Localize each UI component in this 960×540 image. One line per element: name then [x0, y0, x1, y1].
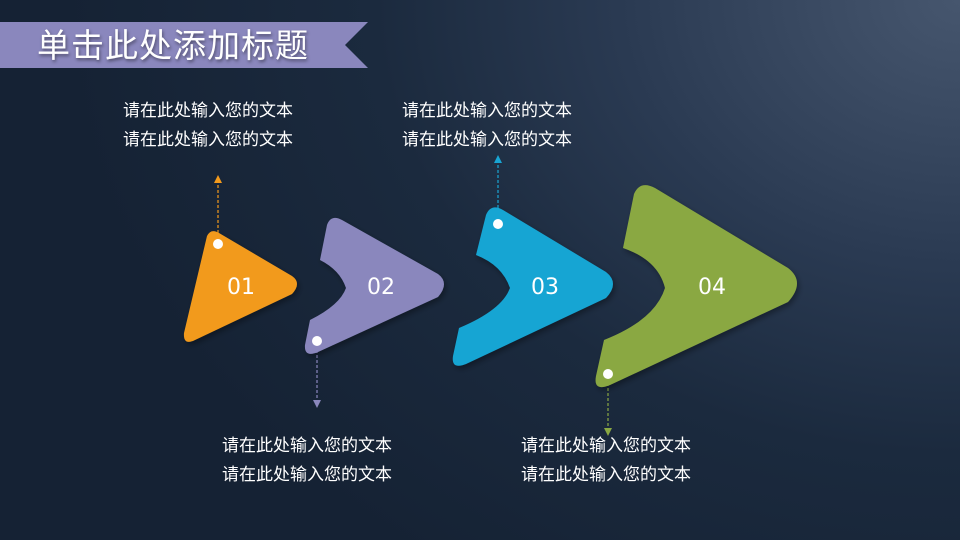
step-1-text[interactable]: 请在此处输入您的文本 请在此处输入您的文本	[123, 97, 293, 155]
step-2-dot-icon	[312, 336, 322, 346]
arrow-up-icon	[214, 175, 222, 183]
step-1-dot-icon	[213, 239, 223, 249]
step-4-text-line-1: 请在此处输入您的文本	[521, 436, 691, 456]
step-3-text[interactable]: 请在此处输入您的文本 请在此处输入您的文本	[402, 97, 572, 155]
step-3-text-line-1: 请在此处输入您的文本	[402, 101, 572, 121]
arrow-down-icon	[604, 428, 612, 436]
step-4-shape[interactable]	[595, 185, 797, 388]
step-2-shape[interactable]	[304, 217, 444, 354]
step-1-text-line-1: 请在此处输入您的文本	[123, 101, 293, 121]
connector-step-1	[214, 175, 222, 238]
step-2-text-line-1: 请在此处输入您的文本	[222, 436, 392, 456]
step-4-text-line-2: 请在此处输入您的文本	[521, 465, 691, 485]
step-4-number: 04	[698, 275, 726, 300]
step-3-text-line-2: 请在此处输入您的文本	[402, 130, 572, 150]
arrow-down-icon	[313, 400, 321, 408]
step-3-dot-icon	[493, 219, 503, 229]
step-3-number: 03	[531, 275, 559, 300]
connector-step-4	[604, 378, 612, 436]
title-banner: 单击此处添加标题	[0, 22, 368, 68]
step-2-text-line-2: 请在此处输入您的文本	[222, 465, 392, 485]
step-1-shape[interactable]	[183, 231, 297, 342]
step-1-text-line-2: 请在此处输入您的文本	[123, 130, 293, 150]
step-4-dot-icon	[603, 369, 613, 379]
step-3-shape[interactable]	[452, 207, 613, 366]
step-4-text[interactable]: 请在此处输入您的文本 请在此处输入您的文本	[521, 432, 691, 490]
arrow-up-icon	[494, 155, 502, 163]
ribbon-shape	[0, 22, 368, 68]
step-2-number: 02	[367, 275, 395, 300]
slide-title[interactable]: 单击此处添加标题	[37, 26, 309, 65]
step-1-number: 01	[227, 275, 255, 300]
connector-step-3	[494, 155, 502, 218]
step-2-text[interactable]: 请在此处输入您的文本 请在此处输入您的文本	[222, 432, 392, 490]
connector-step-2	[313, 345, 321, 408]
